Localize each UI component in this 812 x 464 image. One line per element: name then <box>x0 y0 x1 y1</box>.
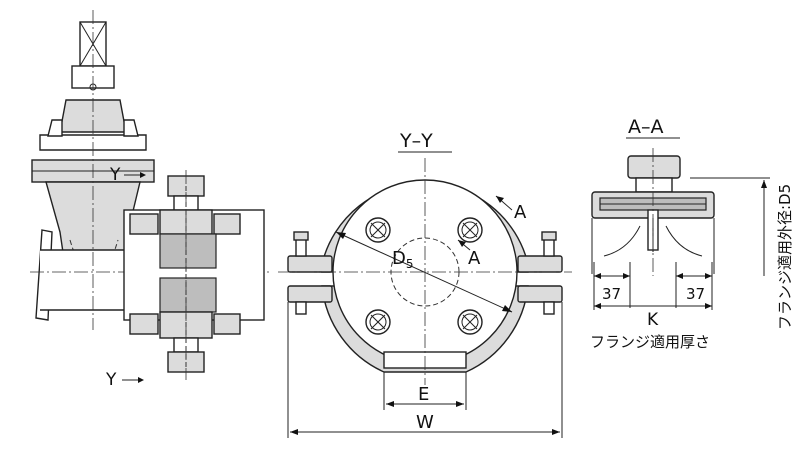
left-nut-upper <box>129 213 159 235</box>
left-lower-lug <box>287 285 333 303</box>
right-nut-upper <box>213 213 241 235</box>
dim-37-right: 37 <box>686 285 705 303</box>
e-label: E <box>418 384 429 405</box>
section-y-y: Y–Y <box>278 130 572 438</box>
d5-label: D5 <box>392 248 414 271</box>
y-marker-bottom: Y <box>105 370 117 390</box>
aa-top-nut <box>627 155 681 179</box>
left-upper-lug <box>287 255 333 273</box>
a-marker-top: A <box>514 202 527 223</box>
k-label: K <box>647 310 659 330</box>
w-label: W <box>416 412 434 433</box>
bolt-hole-tr <box>457 217 483 243</box>
dim-37-left: 37 <box>602 285 621 303</box>
bolt-hole-br <box>457 309 483 335</box>
right-upper-lug <box>517 255 563 273</box>
y-marker-top: Y <box>109 165 121 185</box>
side-view: Y Y <box>30 10 270 390</box>
section-a-a: A–A 37 37 K <box>590 116 794 351</box>
d5-dimension-line <box>335 231 513 313</box>
a-marker-bottom: A <box>468 248 481 269</box>
section-aa-title: A–A <box>628 116 664 138</box>
flange-thickness-note: フランジ適用厚さ <box>590 333 710 351</box>
section-yy-title: Y–Y <box>399 130 433 152</box>
right-nut-lower <box>213 313 241 335</box>
flange-outer-dia-note: フランジ適用外径:D5 <box>776 184 794 330</box>
right-lower-lug <box>517 285 563 303</box>
bolt-hole-tl <box>365 217 391 243</box>
bolt-hole-bl <box>365 309 391 335</box>
left-nut-lower <box>129 313 159 335</box>
